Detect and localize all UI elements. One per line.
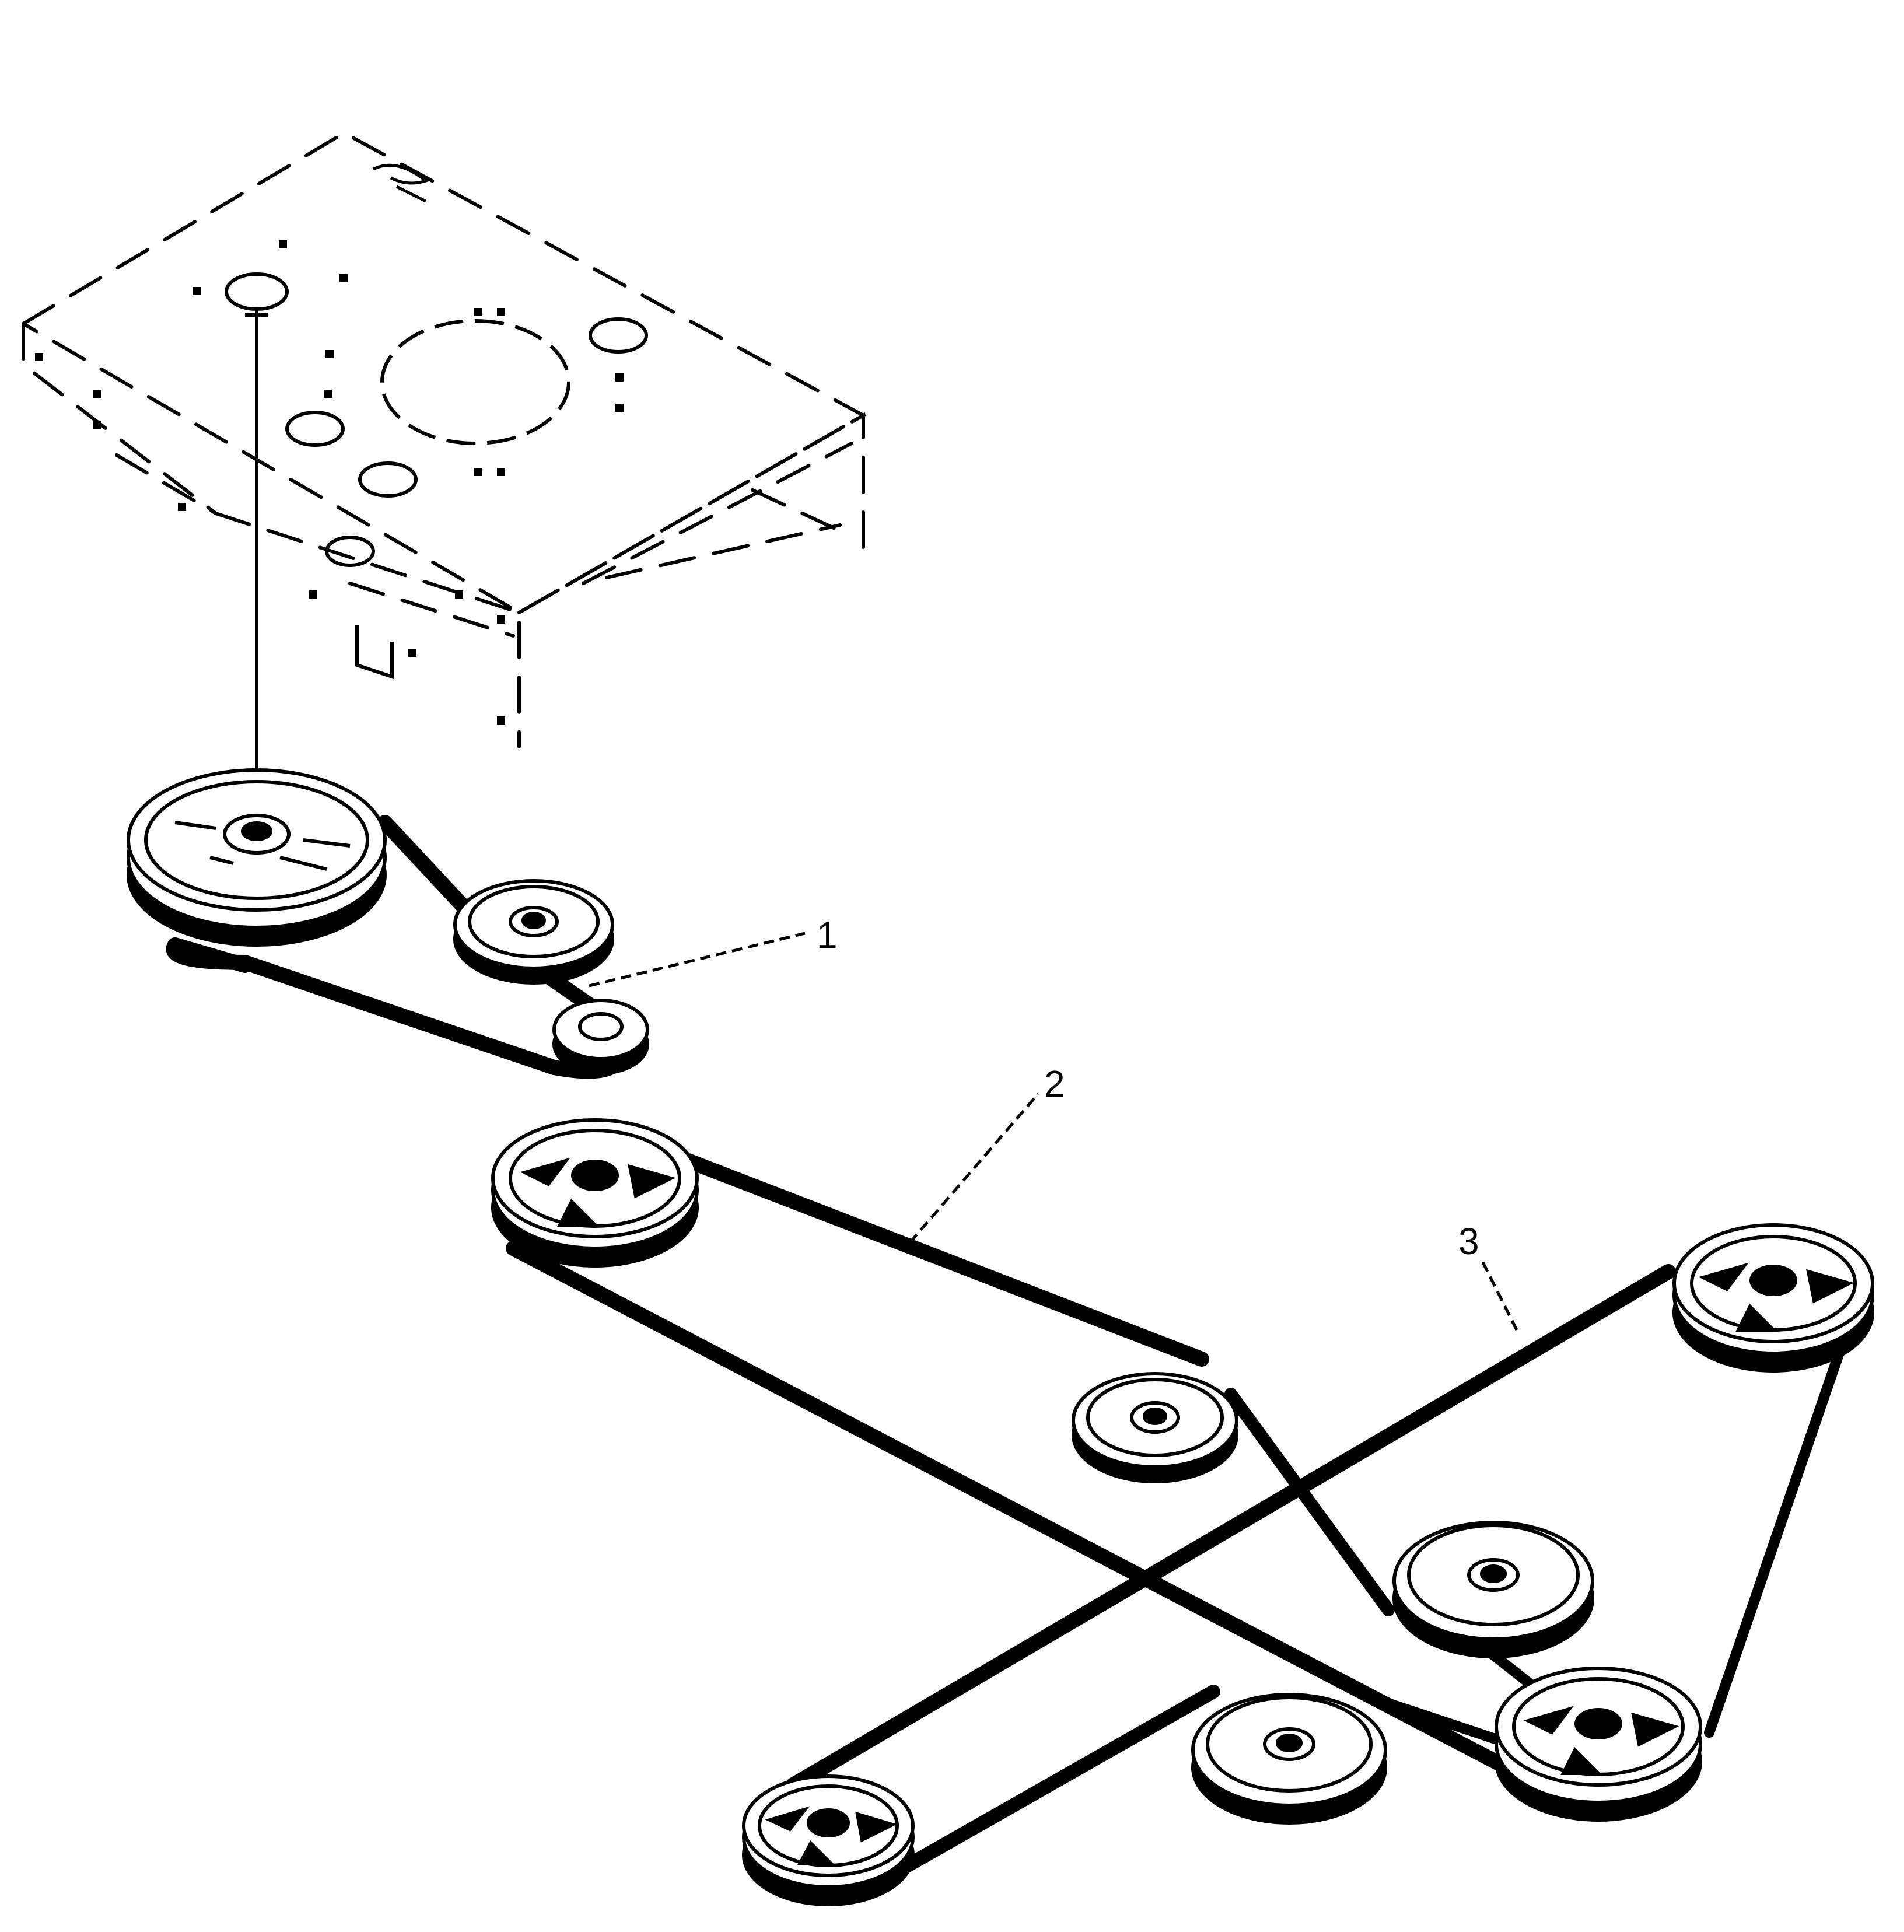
belt-3 bbox=[786, 1264, 1860, 1891]
drive-pulley bbox=[127, 768, 387, 947]
idler-bottom bbox=[1191, 1693, 1387, 1825]
hole-a bbox=[225, 272, 289, 311]
hole-b bbox=[589, 317, 648, 354]
idler-right bbox=[1392, 1521, 1594, 1658]
hole-c bbox=[285, 411, 345, 447]
deck-plate-logo bbox=[372, 163, 429, 203]
pulley-center bbox=[1072, 1372, 1238, 1483]
callout-1: 1 bbox=[589, 914, 838, 988]
callout-label-3: 3 bbox=[1458, 1220, 1479, 1262]
callout-3: 3 bbox=[1458, 1220, 1518, 1331]
pulley-right-top bbox=[1672, 1223, 1874, 1373]
callout-label-1: 1 bbox=[817, 914, 838, 956]
spindle-hole bbox=[380, 319, 570, 445]
pulley-bottom-left bbox=[742, 1774, 915, 1906]
belt-2 bbox=[506, 1153, 1548, 1793]
idler-pulley-top bbox=[453, 879, 614, 985]
small-pulley bbox=[552, 999, 649, 1075]
hole-d bbox=[358, 461, 418, 498]
pulley-right-bottom bbox=[1494, 1667, 1702, 1822]
pulley-left bbox=[491, 1118, 699, 1268]
deck-plate-holes bbox=[225, 272, 648, 680]
deck-plate bbox=[22, 131, 867, 748]
callout-2: 2 bbox=[909, 1063, 1065, 1244]
callout-label-2: 2 bbox=[1044, 1063, 1065, 1105]
deck-plate-bolts bbox=[35, 240, 624, 724]
hole-e bbox=[325, 536, 375, 567]
